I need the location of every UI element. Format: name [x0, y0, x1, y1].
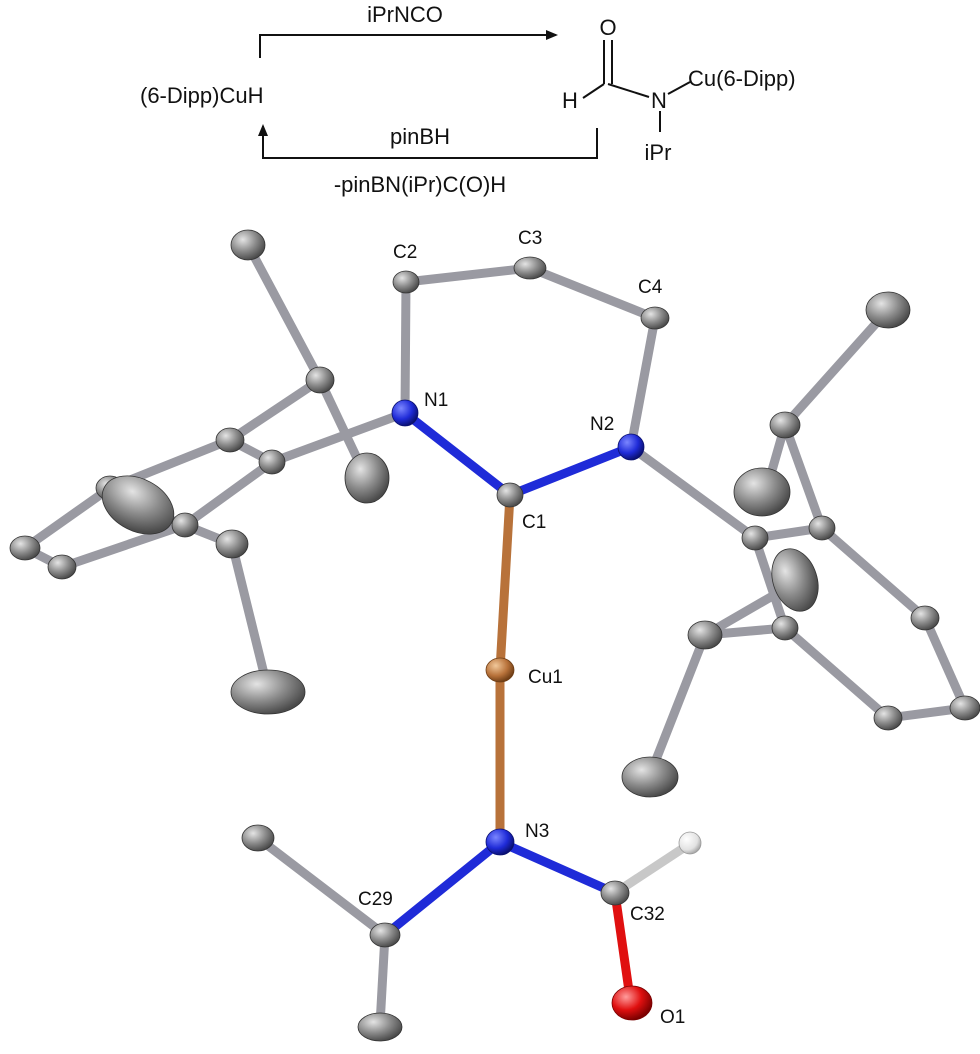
bond-c3-c4 — [525, 263, 660, 323]
product-oxygen: O — [599, 15, 616, 40]
product-structure: O H N Cu(6-Dipp) iPr — [562, 15, 796, 165]
atom-o1 — [611, 985, 653, 1021]
crystal-structure: C2 C3 C4 N1 N2 C1 Cu1 N3 C29 C32 O1 — [9, 228, 980, 1042]
return-arrow — [258, 124, 598, 159]
reaction-scheme: iPrNCO (6-Dipp)CuH pinBH -pinBN(iPr)C(O)… — [140, 2, 796, 197]
atom-c1 — [496, 482, 524, 508]
atom-c4 — [640, 306, 670, 330]
atom-h32 — [678, 831, 702, 855]
label-c29: C29 — [358, 889, 393, 910]
atom-c2 — [392, 270, 420, 294]
product-bond-c-n — [607, 83, 650, 98]
product-hydrogen: H — [562, 88, 578, 113]
bond-n3-c29 — [380, 837, 505, 940]
right-aryl-bonds — [626, 305, 970, 780]
bond-n1-c2 — [400, 277, 411, 418]
bond-c32-h — [610, 840, 693, 898]
label-n2: N2 — [590, 414, 614, 435]
bond-c2-c3 — [401, 263, 535, 287]
atom-c29-methyl-2 — [357, 1012, 403, 1042]
bond-n3-c32 — [495, 837, 620, 898]
bond-c32-o1 — [610, 888, 635, 1003]
label-o1: O1 — [660, 1007, 685, 1028]
atom-c3 — [513, 256, 547, 280]
label-c1: C1 — [522, 512, 546, 533]
atom-c32 — [600, 880, 630, 906]
label-n3: N3 — [525, 821, 549, 842]
start-complex-label: (6-Dipp)CuH — [140, 83, 263, 108]
product-ipr: iPr — [645, 140, 672, 165]
label-cu1: Cu1 — [528, 667, 563, 688]
label-c32: C32 — [630, 904, 665, 925]
bond-c29-me1 — [253, 833, 390, 940]
product-cu-ligand: Cu(6-Dipp) — [688, 66, 796, 91]
byproduct-label: -pinBN(iPr)C(O)H — [334, 172, 506, 197]
label-c2: C2 — [393, 242, 417, 263]
atom-labels: C2 C3 C4 N1 N2 C1 Cu1 N3 C29 C32 O1 — [358, 228, 685, 1028]
bond-c4-n2 — [626, 313, 660, 452]
atom-n1 — [391, 399, 419, 427]
atom-c29 — [369, 922, 401, 948]
bond-n2-c1 — [505, 442, 636, 500]
bond-n1-c1 — [400, 408, 515, 500]
label-c4: C4 — [638, 277, 663, 298]
reagent-top-label: iPrNCO — [367, 2, 443, 27]
bonds — [20, 240, 970, 1030]
atom-n2 — [617, 433, 645, 461]
atom-c29-methyl-1 — [241, 824, 275, 852]
product-bond-n-cu — [667, 81, 691, 95]
label-c3: C3 — [518, 228, 542, 249]
forward-arrow — [259, 30, 558, 58]
atom-cu1 — [485, 657, 515, 683]
bond-c1-cu1 — [495, 490, 515, 675]
product-nitrogen: N — [651, 88, 667, 113]
label-n1: N1 — [424, 390, 448, 411]
bond-c29-me2 — [375, 930, 390, 1030]
atom-n3 — [485, 828, 515, 856]
product-bond-h-c — [582, 83, 605, 99]
left-aryl-atoms — [9, 229, 390, 715]
right-aryl-atoms — [621, 291, 980, 798]
reagent-bottom-label: pinBH — [390, 124, 450, 149]
